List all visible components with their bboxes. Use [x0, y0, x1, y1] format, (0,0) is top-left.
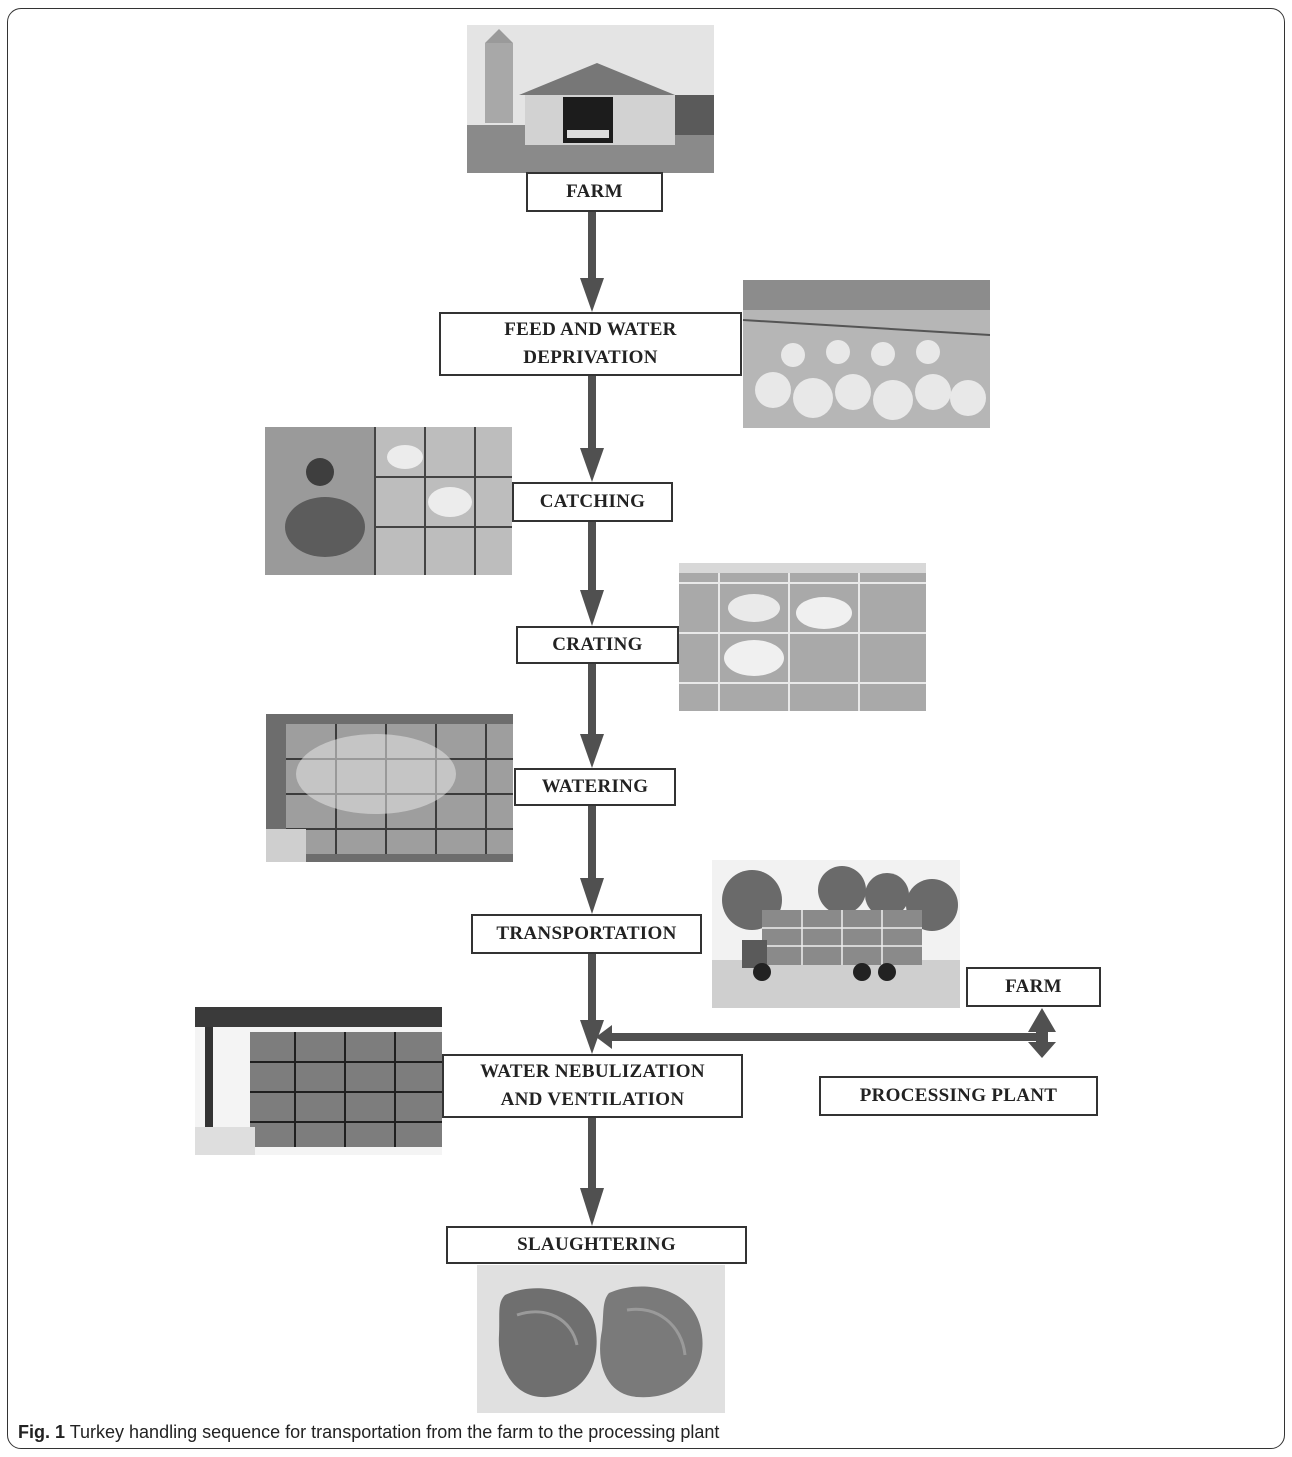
- step-catching: CATCHING: [512, 482, 673, 522]
- crating-photo: [679, 563, 926, 711]
- arrow-transportation-to-nebulization: [588, 954, 596, 1024]
- step-farm-label: FARM: [566, 181, 623, 202]
- arrowhead-watering: [580, 734, 604, 768]
- arrowhead-transportation: [580, 878, 604, 914]
- arrow-catching-to-crating: [588, 522, 596, 592]
- arrowhead-crating: [580, 590, 604, 626]
- figure-frame: [7, 8, 1285, 1449]
- side-processing-plant-label: PROCESSING PLANT: [859, 1085, 1058, 1106]
- arrowhead-catching: [580, 448, 604, 482]
- arrow-watering-to-transportation: [588, 806, 596, 882]
- arrowhead-down-plant: [1028, 1042, 1056, 1058]
- side-farm: FARM: [966, 967, 1101, 1007]
- step-crating: CRATING: [516, 626, 679, 664]
- step-water-nebulization-ventilation: WATER NEBULIZATION AND VENTILATION: [442, 1054, 743, 1118]
- watering-photo: [266, 714, 513, 862]
- step-watering-label: WATERING: [541, 776, 649, 797]
- step-catching-label: CATCHING: [539, 491, 646, 512]
- step-crating-label: CRATING: [552, 634, 643, 655]
- step-nebulization-label-line2: AND VENTILATION: [500, 1089, 685, 1110]
- step-nebulization-label-line1: WATER NEBULIZATION: [480, 1061, 705, 1082]
- step-slaughtering-label: SLAUGHTERING: [517, 1234, 676, 1255]
- arrow-deprivation-to-catching: [588, 376, 596, 452]
- catching-photo: [265, 427, 512, 575]
- arrowhead-slaughtering: [580, 1188, 604, 1226]
- step-watering: WATERING: [514, 768, 676, 806]
- side-processing-plant: PROCESSING PLANT: [819, 1076, 1098, 1116]
- arrowhead-deprivation: [580, 278, 604, 312]
- arrow-side-vertical: [1036, 1030, 1048, 1044]
- meat-photo: [477, 1265, 725, 1413]
- step-transportation: TRANSPORTATION: [471, 914, 702, 954]
- arrow-farm-to-deprivation: [588, 212, 596, 282]
- arrow-nebulization-to-slaughtering: [588, 1118, 596, 1192]
- figure-caption-text: Turkey handling sequence for transportat…: [65, 1422, 720, 1442]
- step-deprivation-label-line2: DEPRIVATION: [523, 347, 658, 368]
- arrowhead-horizontal: [596, 1025, 612, 1049]
- step-farm: FARM: [526, 172, 663, 212]
- turkeys-in-house-photo: [743, 280, 990, 428]
- step-slaughtering: SLAUGHTERING: [446, 1226, 747, 1264]
- truck-photo: [712, 860, 960, 1008]
- arrow-crating-to-watering: [588, 664, 596, 736]
- arrowhead-up-farm: [1028, 1008, 1056, 1032]
- figure-caption: Fig. 1 Turkey handling sequence for tran…: [18, 1422, 719, 1443]
- side-farm-label: FARM: [1005, 976, 1062, 997]
- figure-caption-label: Fig. 1: [18, 1422, 66, 1442]
- arrowhead-nebulization: [580, 1020, 604, 1054]
- step-feed-water-deprivation: FEED AND WATER DEPRIVATION: [439, 312, 742, 376]
- step-deprivation-label-line1: FEED AND WATER: [504, 319, 677, 340]
- nebulization-photo: [195, 1007, 442, 1155]
- arrow-side-horizontal: [610, 1033, 1040, 1041]
- step-transportation-label: TRANSPORTATION: [496, 923, 677, 944]
- farm-barn-photo: [467, 25, 714, 173]
